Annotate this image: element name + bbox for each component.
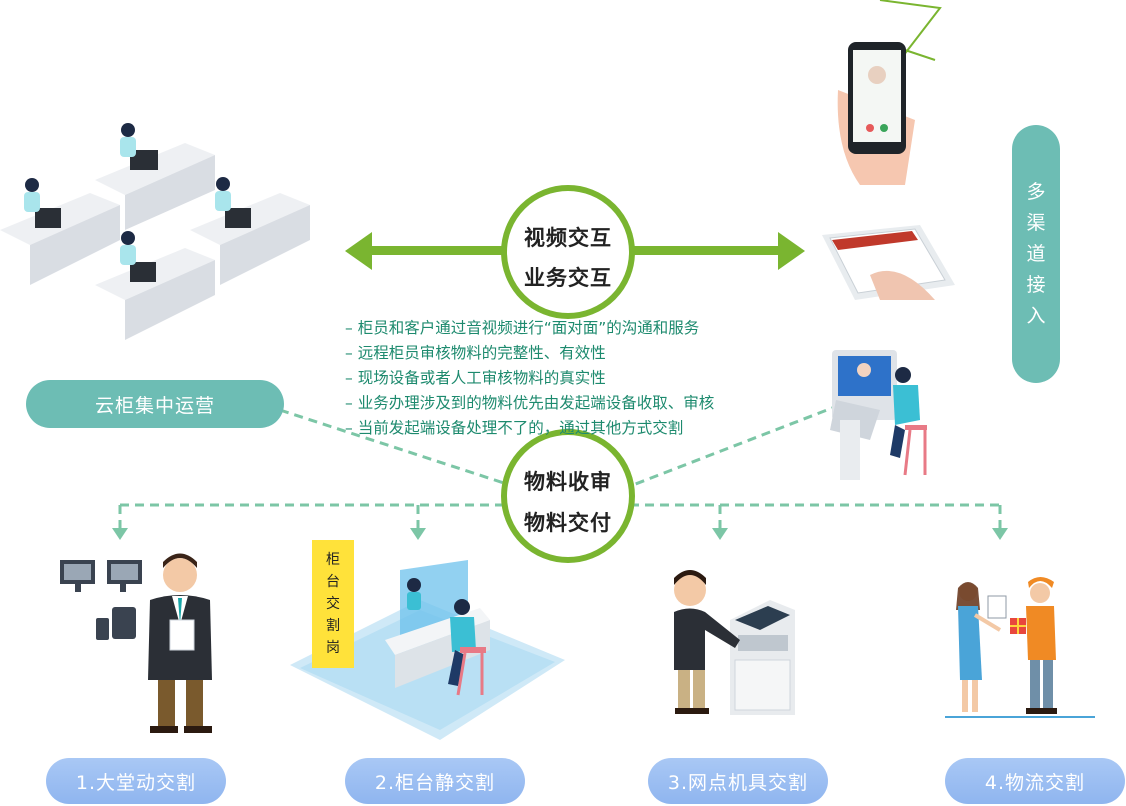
vertical-char: 渠: [1026, 211, 1046, 234]
cloud-counter-ops-pill: 云柜集中运营: [26, 380, 284, 428]
arrowhead-4: [992, 528, 1008, 540]
arrowhead-3: [712, 528, 728, 540]
counter-handover-pill: 2.柜台静交割: [345, 758, 525, 804]
dash-kiosk-to-center: [619, 403, 841, 492]
bullet-item: 现场设备或者人工审核物料的真实性: [345, 366, 815, 391]
logistics-handover-pill: 4.物流交割: [945, 758, 1125, 804]
businessman-with-tablet-icon: [60, 553, 212, 733]
tag-char: 台: [326, 574, 340, 590]
vertical-char: 入: [1026, 304, 1046, 327]
vertical-char: 接: [1026, 273, 1046, 296]
drop-arrowheads: [112, 528, 1008, 540]
center-bottom-circle: [501, 429, 635, 563]
tag-char: 岗: [326, 640, 340, 656]
tag-char: 交: [326, 596, 340, 612]
bank-counter-icon: [290, 560, 565, 740]
bullet-item: 业务办理涉及到的物料优先由发起端设备收取、审核: [345, 391, 815, 416]
center-top-line2: 业务交互: [524, 266, 612, 290]
tag-char: 割: [326, 618, 340, 634]
tag-char: 柜: [326, 552, 340, 568]
bullet-item: 当前发起端设备处理不了的，通过其他方式交割: [345, 416, 815, 441]
vertical-char: 多: [1026, 180, 1046, 203]
center-bottom-line1: 物料收审: [524, 470, 612, 494]
counter-handover-tag: 柜 台 交 割 岗: [312, 540, 354, 668]
center-bottom-line2: 物料交付: [524, 511, 612, 535]
smartphone-video-call-icon: [837, 0, 942, 185]
atm-handover-pill: 3.网点机具交割: [648, 758, 828, 804]
call-center-desks-icon: [0, 123, 310, 340]
center-top-line1: 视频交互: [524, 226, 612, 250]
center-top-circle: [501, 185, 635, 319]
feature-bullet-list: 柜员和客户通过音视频进行“面对面”的沟通和服务 远程柜员审核物料的完整性、有效性…: [345, 316, 815, 441]
arrowhead-1: [112, 528, 128, 540]
video-kiosk-icon: [830, 350, 927, 480]
courier-delivery-icon: [945, 577, 1095, 718]
bullet-item: 远程柜员审核物料的完整性、有效性: [345, 341, 815, 366]
tablet-icon: [822, 225, 955, 300]
bullet-item: 柜员和客户通过音视频进行“面对面”的沟通和服务: [345, 316, 815, 341]
multi-channel-access-pill: 多 渠 道 接 入: [1012, 125, 1060, 383]
vertical-char: 道: [1026, 242, 1046, 265]
dash-left-pill-to-center: [279, 408, 511, 487]
atm-machine-icon: [674, 570, 795, 715]
arrowhead-2: [410, 528, 426, 540]
lobby-handover-pill: 1.大堂动交割: [46, 758, 226, 804]
